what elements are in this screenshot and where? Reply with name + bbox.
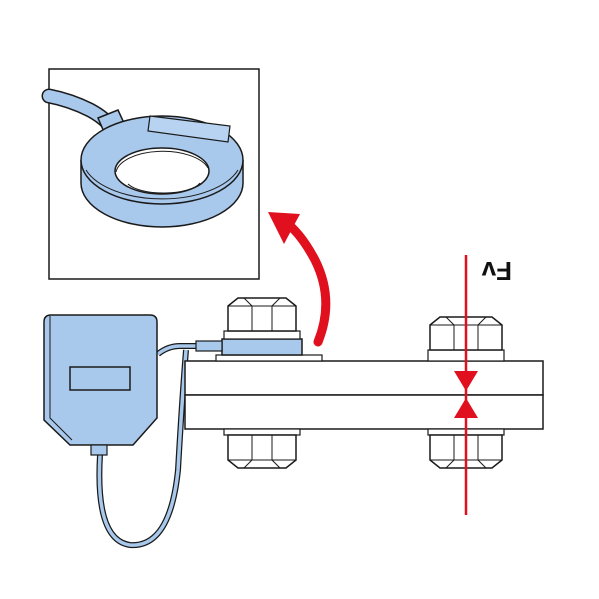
lower-plate: [184, 394, 544, 430]
load-washer-installed: [221, 338, 303, 356]
force-label: Fv: [481, 256, 512, 286]
bolted-joint: [184, 297, 544, 469]
inset-panel: [41, 68, 260, 280]
load-washer-sensor-icon: [41, 88, 244, 228]
upper-plate: [184, 360, 544, 396]
amplifier-box-icon: [43, 314, 205, 549]
left-bolt: [195, 297, 323, 469]
force-arrow-down-icon: [454, 371, 478, 391]
curved-callout-arrow-icon: [268, 212, 331, 347]
force-indicator: Fv: [454, 255, 512, 515]
force-arrow-up-icon: [454, 398, 478, 418]
